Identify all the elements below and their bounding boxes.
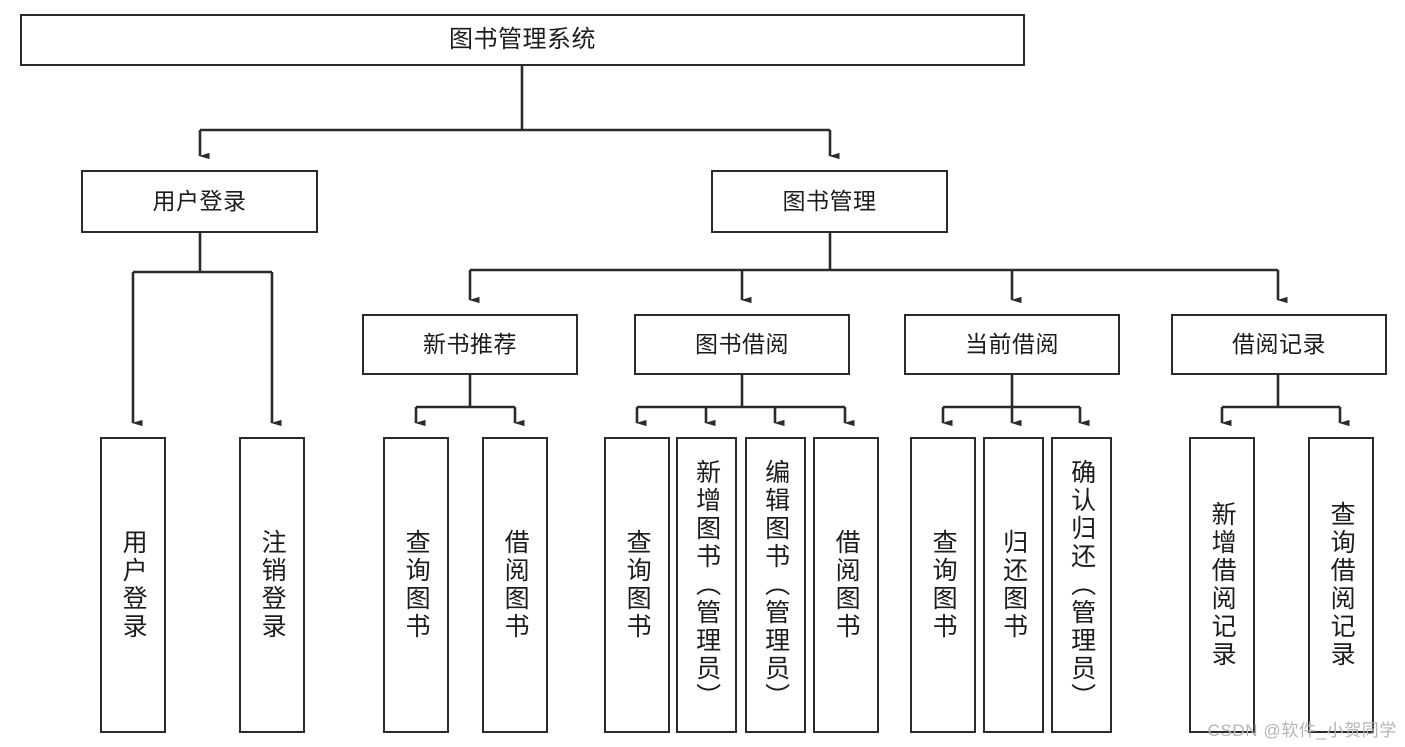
node-current-borrowing[interactable]: 当前借阅 [904,314,1120,375]
node-label: 查询图书 [929,529,958,641]
node-label: 确认归还（管理员） [1067,459,1096,711]
csdn-watermark: CSDN @软件_小贺同学 [1207,721,1397,740]
node-label: 归还图书 [999,529,1028,641]
node-label: 新增借阅记录 [1208,501,1237,669]
leaf-node-query-borrow-record[interactable]: 查询借阅记录 [1308,437,1374,733]
node-label: 借阅记录 [1232,330,1326,357]
node-book-borrowing[interactable]: 图书借阅 [634,314,850,375]
leaf-node-query-book-borrow[interactable]: 查询图书 [604,437,670,733]
leaf-node-add-borrow-record[interactable]: 新增借阅记录 [1189,437,1255,733]
leaf-node-borrow-book-recommend[interactable]: 借阅图书 [482,437,548,733]
node-label: 用户登录 [152,187,247,214]
node-label: 查询借阅记录 [1327,501,1356,669]
node-label: 借阅图书 [832,529,861,641]
node-root-book-management-system[interactable]: 图书管理系统 [20,14,1025,66]
leaf-node-confirm-return-admin[interactable]: 确认归还（管理员） [1051,437,1112,733]
leaf-node-return-book[interactable]: 归还图书 [983,437,1044,733]
leaf-node-add-book-admin[interactable]: 新增图书（管理员） [676,437,737,733]
node-borrowing-record[interactable]: 借阅记录 [1171,314,1387,375]
node-label: 新书推荐 [423,330,517,357]
node-label: 当前借阅 [965,330,1059,357]
node-user-login[interactable]: 用户登录 [81,170,318,233]
node-label: 查询图书 [402,529,431,641]
leaf-node-user-login[interactable]: 用户登录 [100,437,166,733]
leaf-node-logout-login[interactable]: 注销登录 [239,437,305,733]
node-book-management[interactable]: 图书管理 [711,170,948,233]
node-label: 图书借阅 [695,330,789,357]
node-label: 用户登录 [119,529,148,641]
node-label: 查询图书 [623,529,652,641]
leaf-node-query-book-recommend[interactable]: 查询图书 [383,437,449,733]
leaf-node-borrow-book[interactable]: 借阅图书 [813,437,879,733]
node-new-book-recommendation[interactable]: 新书推荐 [362,314,578,375]
node-label: 借阅图书 [501,529,530,641]
node-label: 图书管理 [782,187,877,214]
node-label: 注销登录 [258,529,287,641]
node-label: 图书管理系统 [449,25,596,53]
leaf-node-edit-book-admin[interactable]: 编辑图书（管理员） [745,437,806,733]
leaf-node-query-book-current[interactable]: 查询图书 [910,437,976,733]
node-label: 编辑图书（管理员） [761,459,790,711]
node-label: 新增图书（管理员） [692,459,721,711]
